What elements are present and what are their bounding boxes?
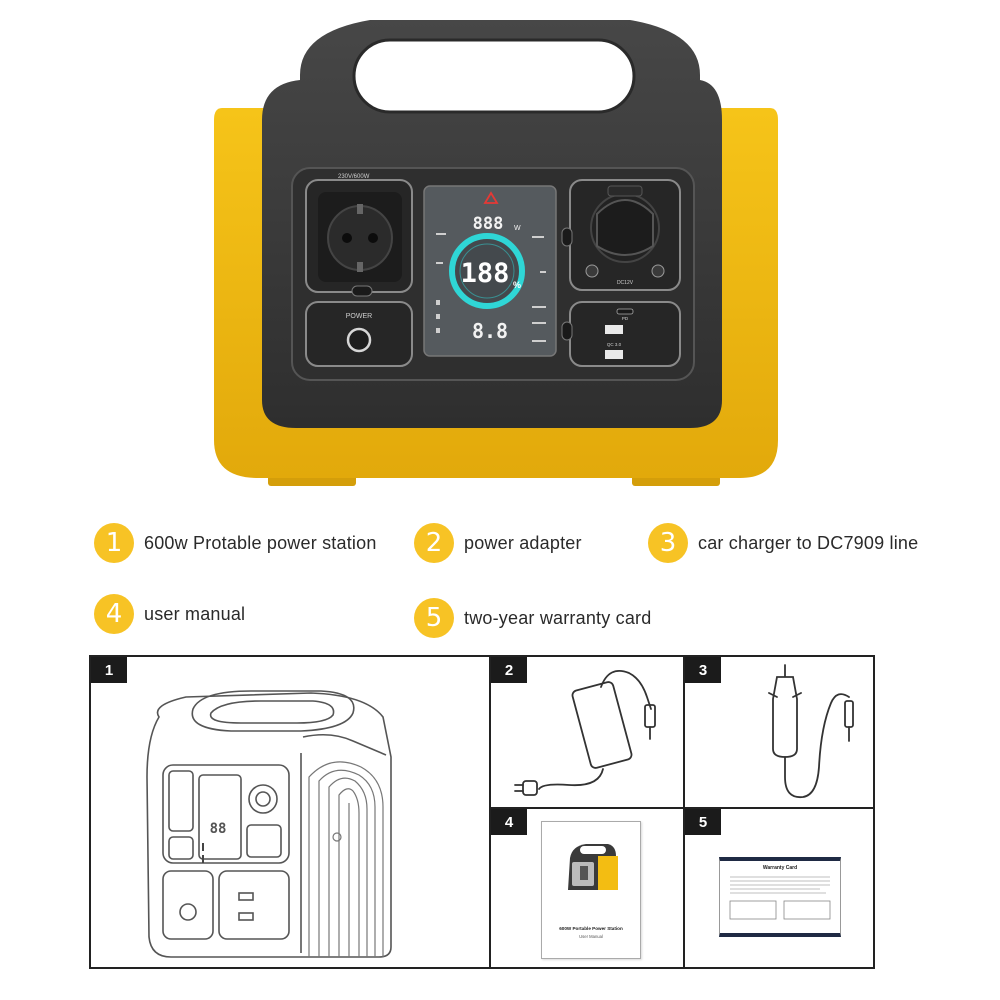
manual-cover-product-icon: [568, 844, 618, 890]
outlet-rating-text: 230V/600W: [338, 174, 370, 180]
usb-c-label: PD: [622, 316, 629, 321]
car-charger-drawing: [768, 664, 854, 799]
cell-number-tab: 4: [491, 809, 527, 835]
item-number-badge: 1: [94, 523, 134, 563]
warranty-card: Warranty Card: [719, 857, 841, 937]
box-cell-1: 1 88: [91, 657, 491, 967]
item-label: two-year warranty card: [464, 607, 652, 628]
manual-subtitle: User Manual: [579, 934, 603, 939]
power-adapter-drawing: [514, 669, 656, 796]
user-manual-booklet: 600W Portable Power Station User Manual: [541, 821, 641, 959]
warning-icon: [483, 191, 499, 204]
item-number-badge: 2: [414, 523, 454, 563]
dc-port-left: [585, 264, 599, 278]
cell-number-tab: 3: [685, 657, 721, 683]
box-cell-3: 3: [685, 657, 873, 809]
handle-opening: [354, 40, 634, 112]
dc-label: DC12V: [617, 280, 634, 286]
ac-outlet: 230V/600W: [305, 174, 413, 293]
item-label: power adapter: [464, 532, 582, 553]
dc-socket-area: DC12V: [569, 179, 681, 291]
power-button[interactable]: [346, 327, 372, 353]
item-1: 1 600w Protable power station: [94, 523, 377, 563]
cell-number-tab: 5: [685, 809, 721, 835]
item-3: 3 car charger to DC7909 line: [648, 523, 918, 563]
item-5: 5 two-year warranty card: [414, 598, 651, 638]
item-number-badge: 5: [414, 598, 454, 638]
usb-port-area: PD QC 3.0: [569, 301, 681, 367]
power-station-illustration: 230V/600W POWER 888 W 188 % 8.8: [214, 20, 778, 486]
item-label: user manual: [144, 603, 246, 624]
warranty-card-lines: [729, 876, 831, 920]
dc-switch-button[interactable]: [561, 227, 573, 247]
box-cell-5: 5 Warranty Card: [685, 809, 873, 967]
svg-text:88: 88: [210, 821, 227, 837]
warranty-card-title: Warranty Card: [762, 865, 798, 871]
lcd-top-digits: 888: [473, 214, 504, 234]
outlet-switch-button[interactable]: [351, 285, 373, 297]
box-cell-4: 4 600W Portable Power Station User Manua…: [491, 809, 685, 967]
lcd-main-unit: %: [513, 280, 521, 290]
power-station-line-drawing: 88: [146, 690, 392, 958]
cell-number-tab: 2: [491, 657, 527, 683]
lcd-main-digits: 188: [461, 258, 510, 289]
usb-port-2: [605, 350, 623, 359]
battery-ring: [449, 233, 525, 309]
box-contents-grid: 1 88: [89, 655, 875, 969]
item-label: car charger to DC7909 line: [698, 532, 919, 553]
lcd-display: 888 W 188 % 8.8: [423, 185, 557, 357]
lcd-bottom-digits: 8.8: [472, 319, 508, 343]
item-2: 2 power adapter: [414, 523, 582, 563]
item-number-badge: 3: [648, 523, 688, 563]
usb-switch-button[interactable]: [561, 321, 573, 341]
manual-title: 600W Portable Power Station: [559, 926, 623, 931]
item-number-badge: 4: [94, 594, 134, 634]
item-label: 600w Protable power station: [144, 532, 377, 553]
dc-port-right: [651, 264, 665, 278]
item-4: 4 user manual: [94, 594, 245, 634]
usb-label: QC 3.0: [607, 342, 622, 347]
box-cell-2: 2: [491, 657, 685, 809]
lcd-top-unit: W: [514, 225, 521, 232]
power-label: POWER: [346, 313, 372, 320]
usb-port-1: [605, 325, 623, 334]
cell-number-tab: 1: [91, 657, 127, 683]
